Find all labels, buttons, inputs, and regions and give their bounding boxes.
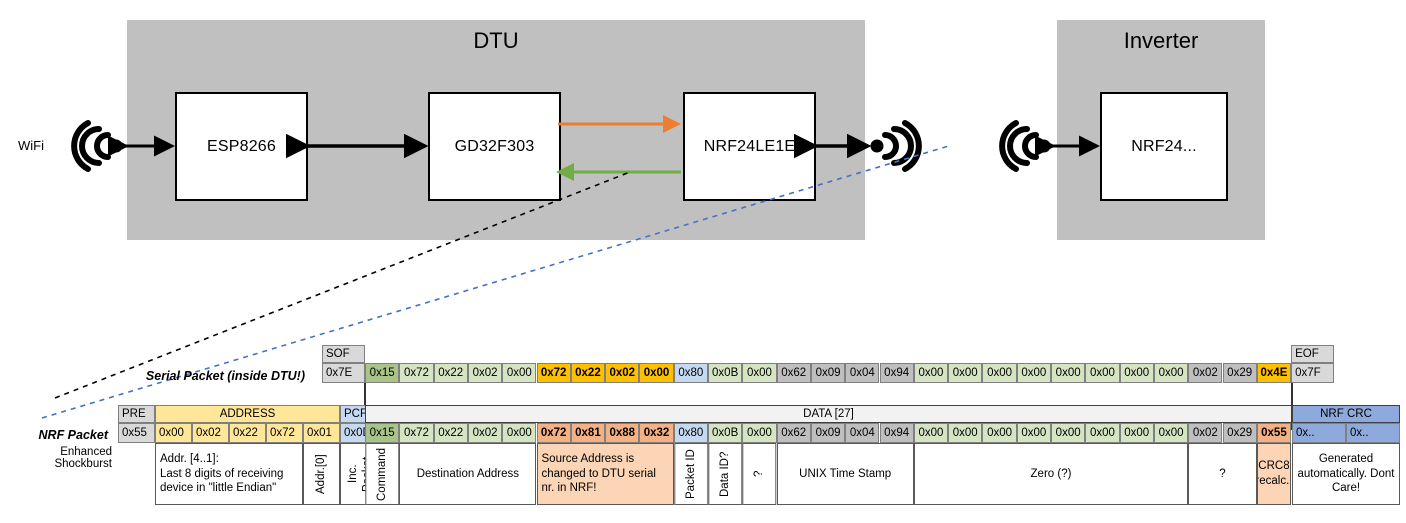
annotation-command: Command [365,443,400,505]
serial-eof-header: EOF [1291,345,1335,363]
nrf-data-byte-14: 0x04 [845,423,880,443]
chip-nrf24le1e: NRF24LE1E [683,92,816,201]
nrf-data-byte-12: 0x62 [776,423,811,443]
annotation-destination-address: Destination Address [399,443,537,505]
nrf-data-byte-16: 0x00 [913,423,949,443]
serial-byte-26: 0x4E [1256,363,1292,383]
nrf-data-byte-6: 0x81 [570,423,606,443]
annotation-unknown-2: ? [1188,443,1257,505]
nrf-address-byte-2: 0x22 [229,423,266,443]
serial-byte-2: 0x22 [433,363,468,383]
nrf-data-byte-10: 0x0B [708,423,743,443]
serial-byte-22: 0x00 [1119,363,1154,383]
chip-gd32f303: GD32F303 [428,92,561,201]
serial-byte-6: 0x22 [570,363,606,383]
serial-byte-8: 0x00 [639,363,674,383]
nrf-data-byte-24: 0x02 [1188,423,1223,443]
annotation-unix-time-stamp: UNIX Time Stamp [776,443,914,505]
nrf-address-byte-3: 0x72 [266,423,303,443]
serial-byte-10: 0x0B [708,363,743,383]
nrf-data-byte-13: 0x09 [810,423,846,443]
nrf-data-byte-2: 0x22 [433,423,468,443]
serial-byte-9: 0x80 [673,363,708,383]
nrf-data-byte-5: 0x72 [536,423,571,443]
nrf-data-byte-20: 0x00 [1051,423,1086,443]
serial-byte-5: 0x72 [536,363,571,383]
nrf-address-byte-4: 0x01 [303,423,340,443]
serial-byte-23: 0x00 [1153,363,1189,383]
serial-byte-1: 0x72 [399,363,434,383]
nrf-data-byte-9: 0x80 [673,423,708,443]
serial-byte-15: 0x94 [879,363,914,383]
nrf-data-byte-8: 0x32 [639,423,674,443]
nrf-data-byte-11: 0x00 [742,423,777,443]
serial-byte-19: 0x00 [1016,363,1051,383]
nrf-crc-byte-0: 0x.. [1292,423,1346,443]
nrf-data-byte-15: 0x94 [879,423,914,443]
annotation-packet-id: Packet ID [673,443,708,505]
nrf-data-byte-19: 0x00 [1016,423,1051,443]
serial-byte-18: 0x00 [982,363,1017,383]
nrf-data-byte-23: 0x00 [1153,423,1189,443]
serial-packet-label: Serial Packet (inside DTU!) [145,369,305,383]
nrf-crc-byte-1: 0x.. [1346,423,1400,443]
serial-byte-7: 0x02 [605,363,640,383]
serial-byte-12: 0x62 [776,363,811,383]
annotation-unknown-1: ? [742,443,777,505]
nrf-data-byte-18: 0x00 [982,423,1017,443]
serial-byte-16: 0x00 [913,363,949,383]
wifi-label: WiFi [18,138,44,153]
serial-byte-11: 0x00 [742,363,777,383]
serial-byte-13: 0x09 [810,363,846,383]
nrf-data-byte-22: 0x00 [1119,423,1154,443]
nrf-packet-sublabel: Enhanced Shockburst [54,446,112,470]
nrf-group-pre: PRE [118,405,155,423]
nrf-group-address: ADDRESS [155,405,340,423]
annotation-data-id: Data ID? [708,443,743,505]
chip-nrf24-inverter: NRF24... [1100,92,1228,201]
serial-byte-4: 0x00 [502,363,537,383]
dtu-title: DTU [473,28,519,53]
annotation-addr-0: Addr.[0] [303,443,340,505]
nrf-pre-value: 0x55 [118,423,155,443]
nrf-address-byte-1: 0x02 [192,423,229,443]
annotation-nrf-crc-note: Generated automatically. Dont Care! [1292,443,1400,505]
serial-sof-header: SOF [322,345,365,363]
serial-byte-0: 0x15 [365,363,400,383]
nrf-data-byte-4: 0x00 [502,423,537,443]
serial-byte-3: 0x02 [467,363,503,383]
serial-byte-25: 0x29 [1222,363,1257,383]
serial-byte-20: 0x00 [1051,363,1086,383]
nrf-data-byte-25: 0x29 [1222,423,1257,443]
annotation-zero: Zero (?) [913,443,1189,505]
serial-byte-21: 0x00 [1085,363,1120,383]
serial-sof-value: 0x7E [322,363,365,383]
nrf-data-byte-0: 0x15 [365,423,400,443]
nrf-data-byte-21: 0x00 [1085,423,1120,443]
inverter-title: Inverter [1123,28,1199,53]
nrf-packet-label: NRF Packet [38,428,108,442]
serial-byte-14: 0x04 [845,363,880,383]
nrf-data-byte-1: 0x72 [399,423,434,443]
nrf-data-byte-17: 0x00 [948,423,983,443]
nrf-group-crc: NRF CRC [1292,405,1400,423]
nrf-address-byte-0: 0x00 [155,423,192,443]
nrf-data-byte-7: 0x88 [605,423,640,443]
chip-esp8266: ESP8266 [175,92,308,201]
nrf-data-byte-3: 0x02 [467,423,503,443]
nrf-group-data: DATA [27] [365,405,1292,423]
annotation-crc8-recalc: CRC8 recalc.! [1256,443,1292,505]
nrf-data-byte-26: 0x55 [1256,423,1292,443]
block-diagram: DTU ESP8266 GD32F303 NRF24LE1E Inverter … [18,20,1265,240]
serial-eof-value: 0x7F [1291,363,1335,383]
serial-byte-17: 0x00 [948,363,983,383]
serial-byte-24: 0x02 [1188,363,1223,383]
